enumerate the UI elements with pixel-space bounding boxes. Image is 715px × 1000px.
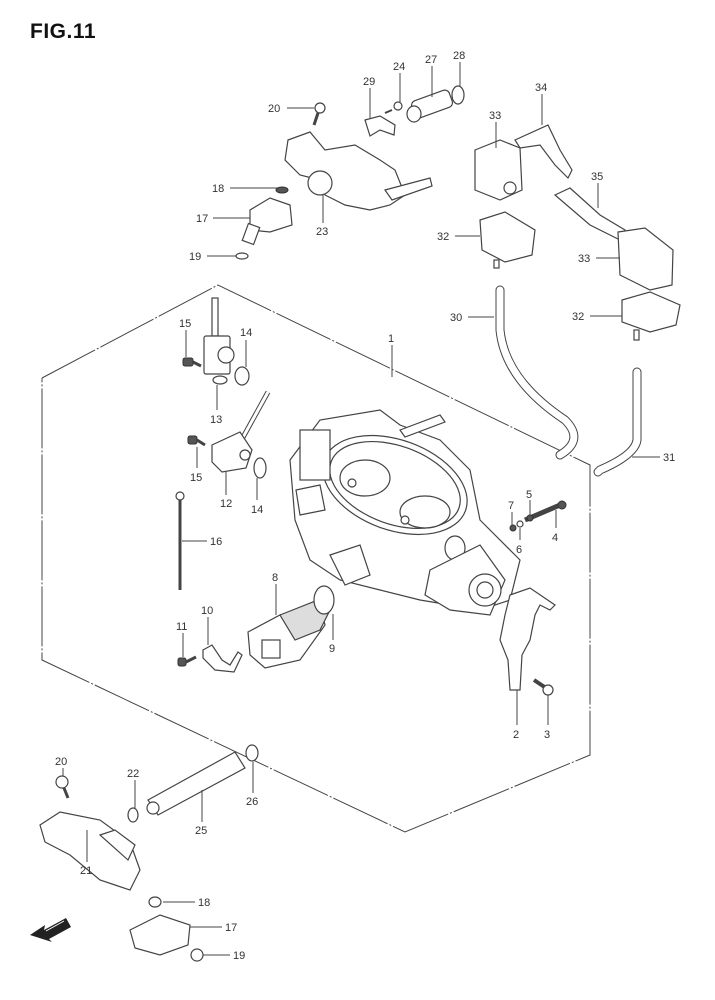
callout-8: 8 bbox=[272, 572, 278, 584]
o-ring-19-bottom[interactable] bbox=[190, 948, 204, 962]
callout-35: 35 bbox=[591, 171, 603, 183]
o-ring-14-lower[interactable] bbox=[253, 457, 267, 479]
o-ring-19-top[interactable] bbox=[235, 252, 249, 260]
o-ring-9[interactable] bbox=[313, 585, 335, 615]
callout-18-bottom: 18 bbox=[198, 897, 210, 909]
callout-13: 13 bbox=[210, 414, 222, 426]
callout-5: 5 bbox=[526, 489, 532, 501]
part-33-connector-upper[interactable] bbox=[474, 139, 523, 201]
callout-12: 12 bbox=[220, 498, 232, 510]
screw-15-lower[interactable] bbox=[187, 435, 206, 447]
callout-18-top: 18 bbox=[212, 183, 224, 195]
callout-1: 1 bbox=[388, 333, 394, 345]
sensor-32-upper[interactable] bbox=[479, 211, 536, 269]
o-ring-28[interactable] bbox=[451, 85, 465, 105]
hose-31[interactable] bbox=[593, 367, 642, 477]
callout-17-top: 17 bbox=[196, 213, 208, 225]
plate-29[interactable] bbox=[364, 115, 396, 137]
callout-29: 29 bbox=[363, 76, 375, 88]
bracket-10[interactable] bbox=[202, 644, 243, 673]
callout-17-bottom: 17 bbox=[225, 922, 237, 934]
callout-34: 34 bbox=[535, 82, 547, 94]
spring-5[interactable] bbox=[526, 514, 534, 522]
screw-15-upper[interactable] bbox=[182, 357, 202, 368]
callout-27: 27 bbox=[425, 54, 437, 66]
part-21-fuel-rail[interactable] bbox=[39, 811, 141, 891]
clamp-35[interactable] bbox=[553, 187, 626, 241]
callout-28: 28 bbox=[453, 50, 465, 62]
callout-30: 30 bbox=[450, 312, 462, 324]
bolt-20-lower[interactable] bbox=[55, 775, 70, 799]
screw-3[interactable] bbox=[532, 678, 554, 696]
callout-9: 9 bbox=[329, 643, 335, 655]
callout-22: 22 bbox=[127, 768, 139, 780]
callout-4: 4 bbox=[552, 532, 558, 544]
o-ring-22[interactable] bbox=[127, 807, 139, 823]
o-ring-14-upper[interactable] bbox=[234, 366, 250, 386]
injector-17-top[interactable] bbox=[241, 197, 293, 246]
callout-19-bottom: 19 bbox=[233, 950, 245, 962]
screw-24[interactable] bbox=[384, 101, 403, 114]
pipe-25[interactable] bbox=[146, 751, 246, 816]
callout-20: 20 bbox=[268, 103, 280, 115]
callout-2: 2 bbox=[513, 729, 519, 741]
throttle-body[interactable] bbox=[289, 409, 521, 616]
callout-33-upper: 33 bbox=[489, 110, 501, 122]
callout-24: 24 bbox=[393, 61, 405, 73]
callout-15-lower: 15 bbox=[190, 472, 202, 484]
o-ring-26[interactable] bbox=[245, 744, 259, 762]
callout-labels: 1 2 3 4 5 6 7 8 9 10 11 12 13 14 14 15 1… bbox=[55, 50, 675, 962]
callout-11: 11 bbox=[176, 621, 187, 633]
callout-20-lower: 20 bbox=[55, 756, 67, 768]
leader-lines bbox=[62, 62, 660, 956]
callout-10: 10 bbox=[201, 605, 213, 617]
callout-32-lower: 32 bbox=[572, 311, 584, 323]
callout-31: 31 bbox=[663, 452, 675, 464]
washer-6[interactable] bbox=[516, 520, 524, 528]
callout-3: 3 bbox=[544, 729, 550, 741]
part-23-fuel-rail-bracket[interactable] bbox=[284, 131, 433, 211]
assembly-boundary bbox=[41, 284, 591, 833]
nut-7[interactable] bbox=[509, 524, 517, 532]
callout-23: 23 bbox=[316, 226, 328, 238]
part-12-sensor[interactable] bbox=[211, 390, 271, 473]
callout-26: 26 bbox=[246, 796, 258, 808]
part-13-sensor[interactable] bbox=[203, 297, 235, 385]
callout-14-lower: 14 bbox=[251, 504, 263, 516]
seal-18-top[interactable] bbox=[275, 186, 289, 194]
callout-7: 7 bbox=[508, 500, 514, 512]
callout-21: 21 bbox=[80, 865, 92, 877]
callout-25: 25 bbox=[195, 825, 207, 837]
bolt-20[interactable] bbox=[312, 102, 326, 126]
part-16-cable-tie[interactable] bbox=[175, 491, 185, 590]
callout-14-upper: 14 bbox=[240, 327, 252, 339]
hose-30[interactable] bbox=[495, 285, 579, 460]
screw-11[interactable] bbox=[177, 655, 197, 667]
callout-15-upper: 15 bbox=[179, 318, 191, 330]
callout-33-lower: 33 bbox=[578, 253, 590, 265]
seal-18-bottom[interactable] bbox=[148, 896, 162, 908]
callout-32-upper: 32 bbox=[437, 231, 449, 243]
callout-16: 16 bbox=[210, 536, 222, 548]
callout-6: 6 bbox=[516, 544, 522, 556]
sensor-32-lower[interactable] bbox=[621, 291, 681, 341]
part-27-pressure-regulator[interactable] bbox=[406, 89, 454, 123]
callout-19-top: 19 bbox=[189, 251, 201, 263]
injector-17-bottom[interactable] bbox=[129, 914, 191, 956]
part-33-connector-lower[interactable] bbox=[617, 227, 674, 291]
front-direction-arrow-icon bbox=[30, 918, 71, 942]
clamp-34[interactable] bbox=[514, 124, 573, 180]
bracket-2[interactable] bbox=[499, 587, 556, 691]
figure-title: FIG.11 bbox=[30, 20, 97, 43]
